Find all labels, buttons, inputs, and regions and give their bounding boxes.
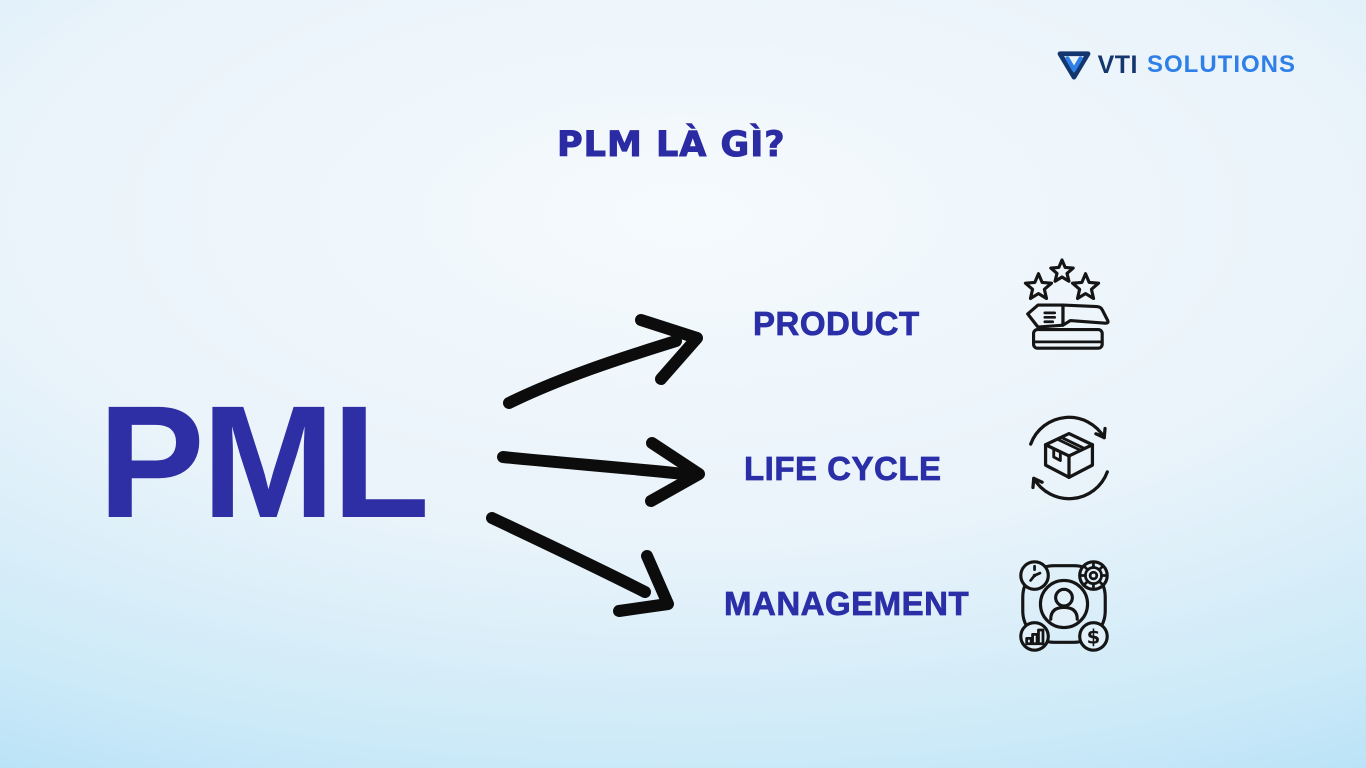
vti-logo-triangle-icon — [1057, 51, 1090, 80]
arrow-to-product — [503, 314, 703, 409]
box-lifecycle-arrows-icon — [1029, 415, 1109, 501]
acronym-pml: PML — [98, 372, 430, 551]
page-title: PLM LÀ GÌ? — [557, 125, 786, 165]
product-box-stars-icon — [1023, 258, 1110, 350]
management-hub-icon: $ — [1019, 560, 1109, 652]
vti-solutions-logo: VTI SOLUTIONS — [1057, 50, 1296, 80]
item-label-product: PRODUCT — [753, 305, 920, 342]
logo-suffix-text: SOLUTIONS — [1146, 51, 1296, 78]
item-label-lifecycle: LIFE CYCLE — [744, 450, 942, 487]
svg-text:$: $ — [1087, 625, 1101, 648]
arrow-to-management — [486, 512, 674, 617]
item-label-management: MANAGEMENT — [724, 585, 970, 622]
logo-brand-text: VTI — [1097, 50, 1138, 79]
arrow-to-lifecycle — [497, 437, 705, 507]
